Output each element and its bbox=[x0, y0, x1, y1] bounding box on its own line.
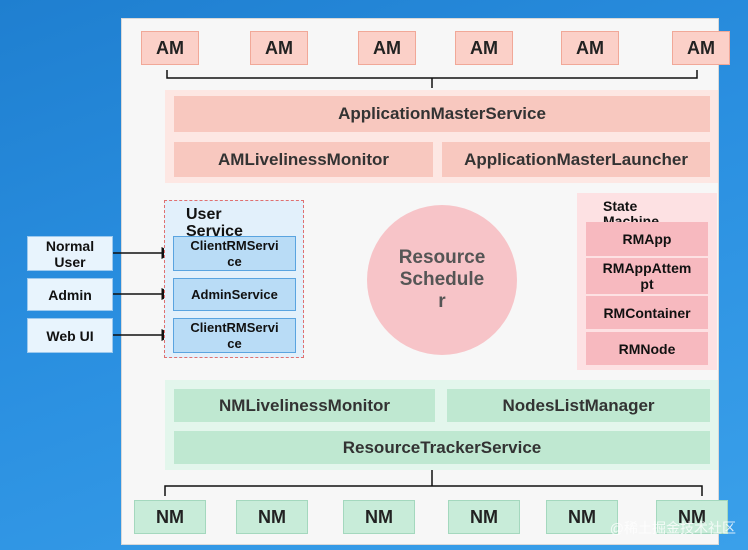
nm-liveliness-monitor: NMLivelinessMonitor bbox=[174, 389, 435, 422]
resource-tracker-service: ResourceTrackerService bbox=[174, 431, 710, 464]
rm-app: RMApp bbox=[586, 222, 708, 256]
rm-app-attempt-label: RMAppAttem pt bbox=[602, 260, 692, 292]
client-rm-service-label: ClientRMServi ce bbox=[190, 237, 279, 269]
nm-brace bbox=[164, 470, 703, 496]
am-node: AM bbox=[672, 31, 730, 65]
nm-node: NM bbox=[343, 500, 415, 534]
nodes-list-manager: NodesListManager bbox=[447, 389, 710, 422]
nm-node: NM bbox=[656, 500, 728, 534]
web-ui-client: Web UI bbox=[27, 318, 113, 353]
am-node: AM bbox=[561, 31, 619, 65]
rm-container: RMContainer bbox=[586, 296, 708, 329]
am-node: AM bbox=[455, 31, 513, 65]
am-brace bbox=[166, 70, 698, 88]
am-node: AM bbox=[358, 31, 416, 65]
am-node: AM bbox=[250, 31, 308, 65]
nm-node: NM bbox=[236, 500, 308, 534]
client-rm-service-label: ClientRMServi ce bbox=[190, 319, 279, 351]
resource-scheduler: Resource Schedule r bbox=[367, 205, 517, 355]
rm-app-attempt: RMAppAttem pt bbox=[586, 258, 708, 294]
user-service-title: User Service bbox=[186, 206, 243, 240]
state-machine-title: State Machine bbox=[603, 199, 660, 225]
am-node: AM bbox=[141, 31, 199, 65]
admin-service: AdminService bbox=[173, 278, 296, 311]
rm-node: RMNode bbox=[586, 332, 708, 365]
normal-user-client: Normal User bbox=[27, 236, 113, 271]
client-rm-service: ClientRMServi ce bbox=[173, 236, 296, 271]
client-rm-service: ClientRMServi ce bbox=[173, 318, 296, 353]
nm-node: NM bbox=[546, 500, 618, 534]
application-master-service: ApplicationMasterService bbox=[174, 96, 710, 132]
application-master-launcher: ApplicationMasterLauncher bbox=[442, 142, 710, 177]
watermark: @稀土掘金技术社区 bbox=[609, 520, 736, 536]
nm-node: NM bbox=[448, 500, 520, 534]
nm-node: NM bbox=[134, 500, 206, 534]
admin-client: Admin bbox=[27, 278, 113, 311]
am-liveliness-monitor: AMLivelinessMonitor bbox=[174, 142, 433, 177]
